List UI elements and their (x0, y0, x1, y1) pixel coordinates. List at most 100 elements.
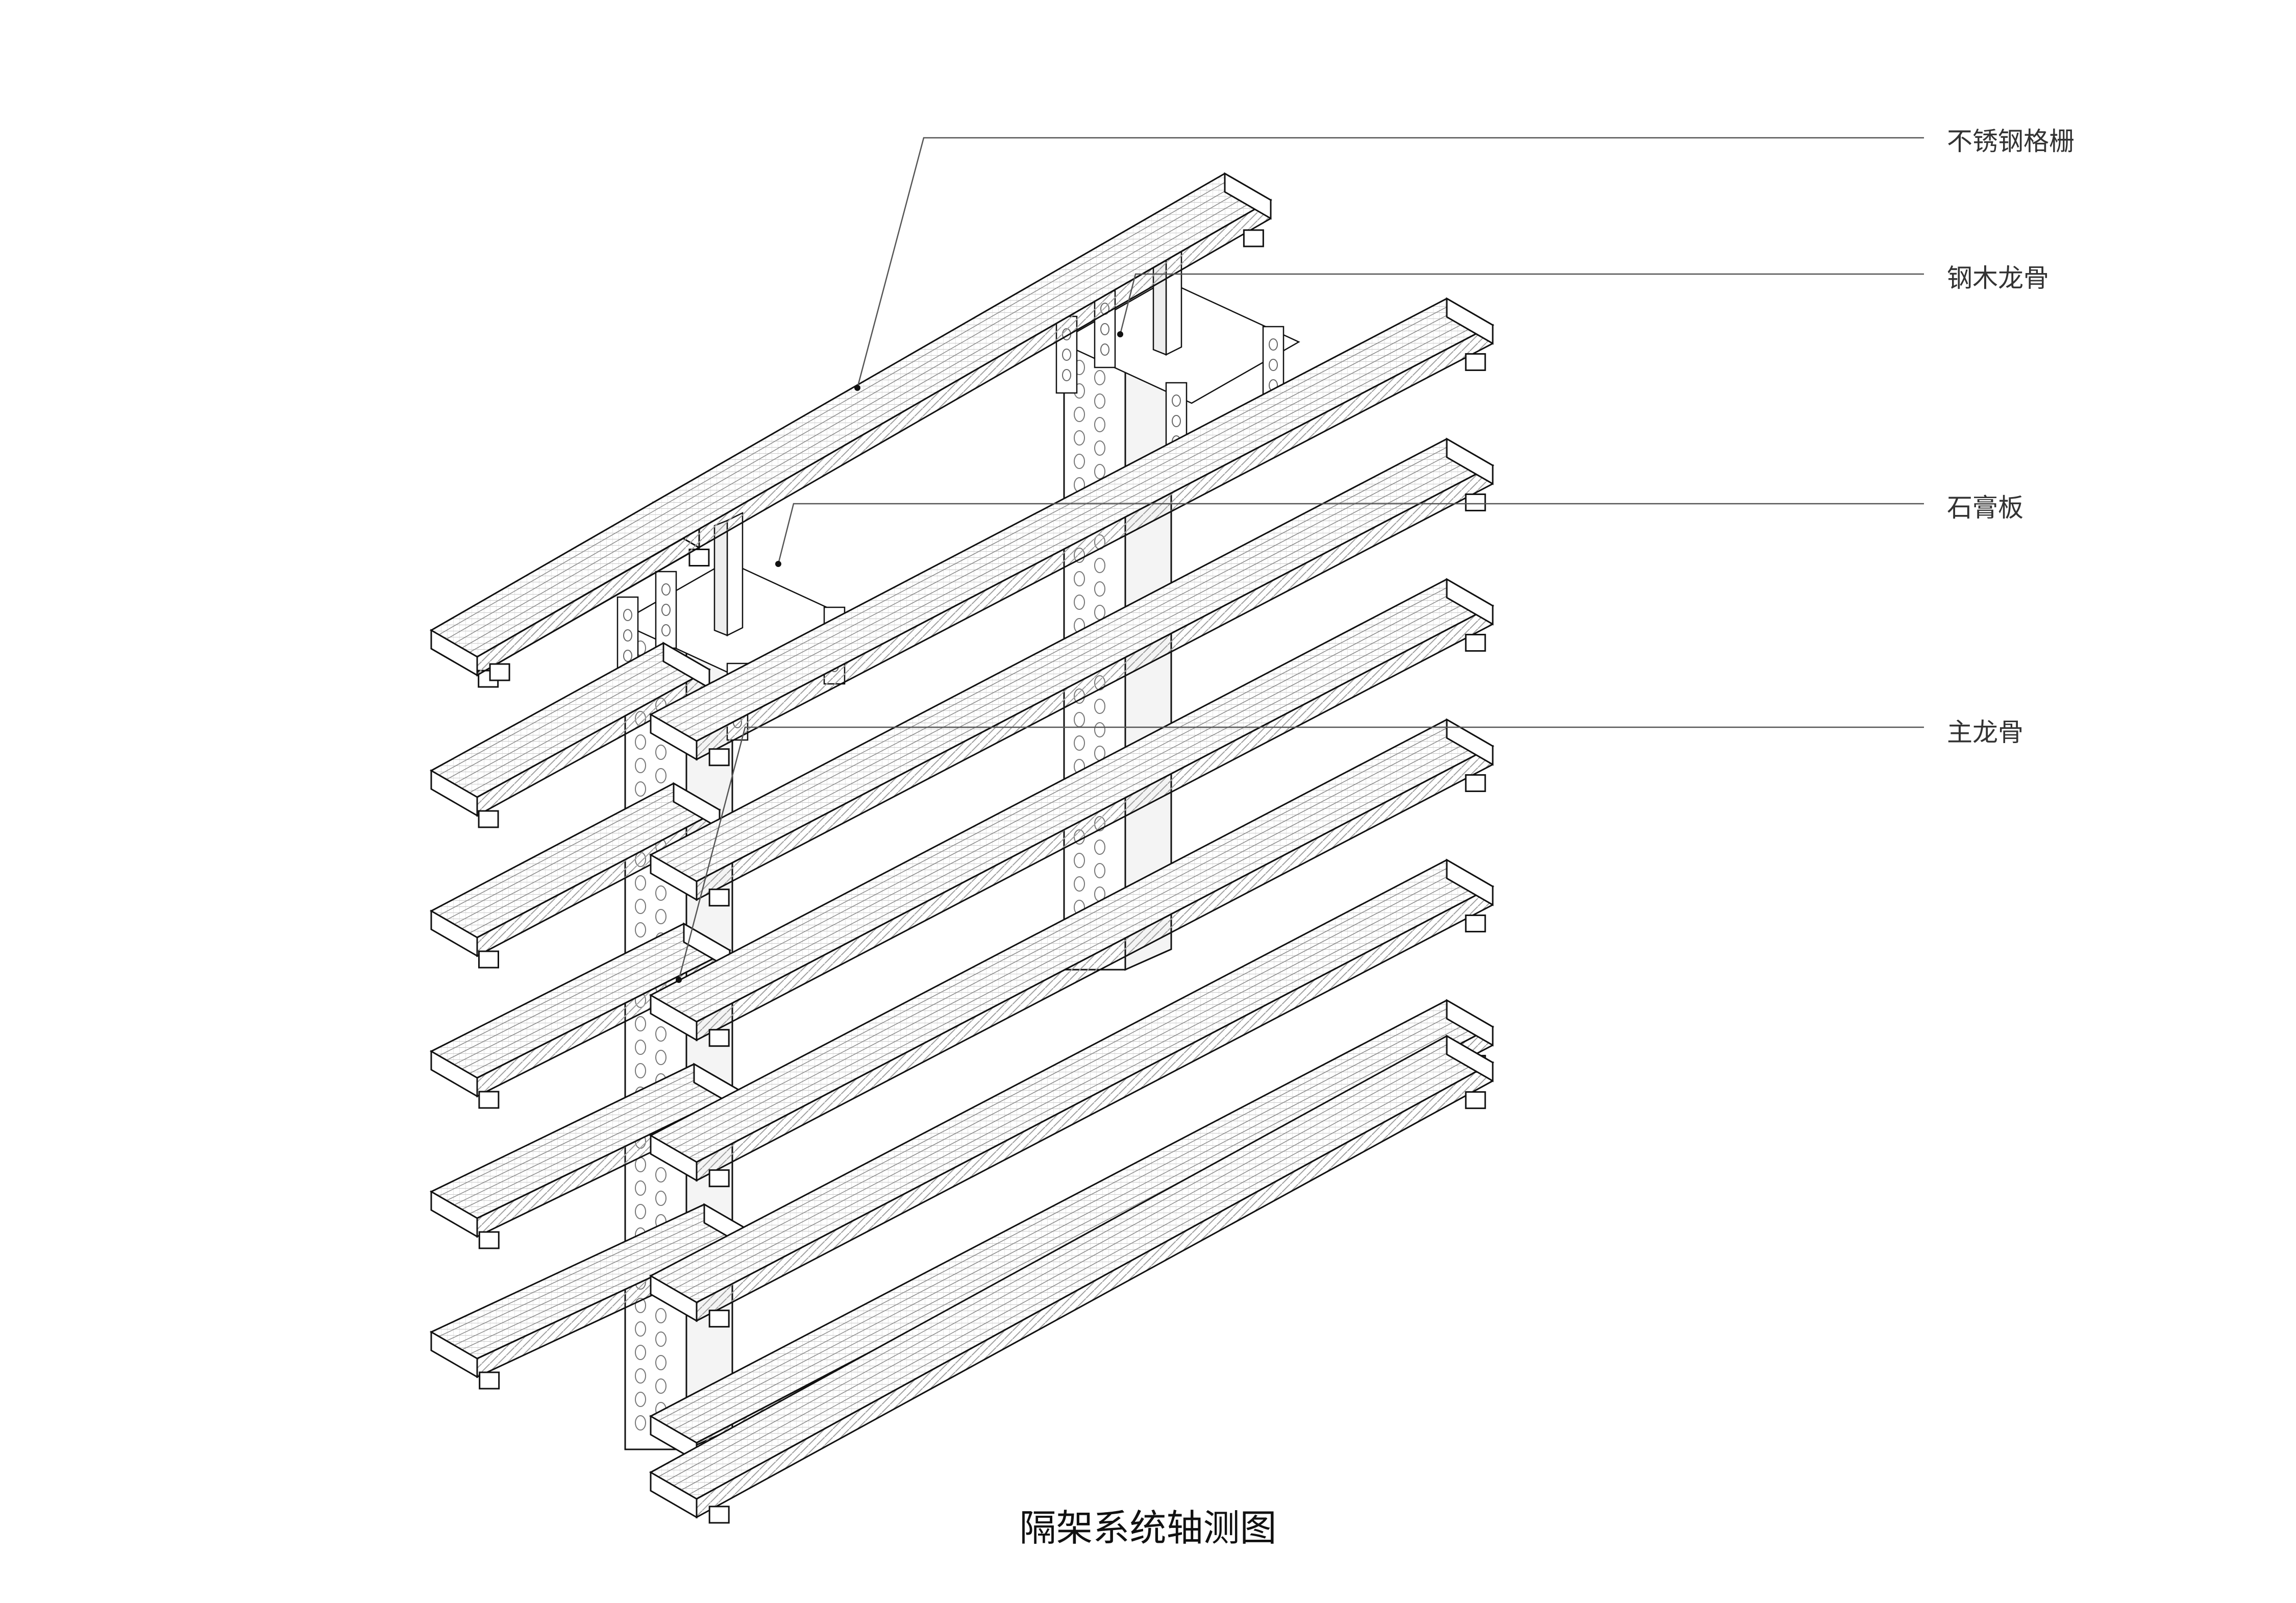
grating-bar (673, 311, 1470, 728)
grating-bar (688, 320, 1486, 737)
grating-bar (658, 724, 1455, 1141)
bolt-mark (1094, 558, 1105, 573)
board-foot (708, 1310, 730, 1328)
bolt-mark (655, 1026, 666, 1042)
bolt-mark (1172, 394, 1181, 407)
grating-bar (461, 801, 705, 929)
leader-main-keel (676, 726, 1924, 983)
board-right-1 (649, 297, 1495, 767)
diagram-caption: 隔架系统轴测图 (1019, 1507, 1277, 1549)
grating-boards (429, 172, 1495, 1524)
grating-bar (681, 456, 1478, 873)
bolt-mark (655, 1331, 666, 1347)
label-main-keel: 主龙骨 (1947, 718, 2023, 747)
bolt-mark (661, 604, 671, 616)
grating-bar (681, 737, 1478, 1154)
bolt-mark (655, 1308, 666, 1323)
bolt-mark (1094, 699, 1105, 714)
grating-bar (454, 656, 687, 784)
bolt-mark (661, 624, 671, 636)
bolt-mark (655, 1378, 666, 1394)
bolt-mark (635, 1368, 646, 1384)
board-end-edge (1446, 1034, 1494, 1082)
grating-bar (681, 316, 1478, 733)
bolt-mark (1062, 349, 1071, 361)
bolt-mark (635, 1040, 646, 1055)
grating-bar (446, 182, 1241, 639)
board-end-edge (430, 1050, 478, 1098)
grating-bar (658, 443, 1455, 860)
board-foot (1243, 229, 1264, 248)
board-right-4 (649, 718, 1495, 1188)
board-foot (708, 889, 730, 907)
bolt-mark (1094, 464, 1105, 479)
board-foot (708, 1169, 730, 1188)
board-foot (1465, 1091, 1486, 1109)
board-end-edge (650, 1471, 698, 1519)
bolt-mark (635, 1415, 646, 1431)
board-end-edge (1224, 172, 1272, 220)
board-foot (478, 950, 499, 969)
board-end-edge (430, 629, 478, 677)
grating-bar (673, 732, 1470, 1149)
bolt-mark (1062, 369, 1071, 381)
grating-bar (665, 1044, 1463, 1482)
grating-bar (681, 877, 1478, 1294)
grating-bar (446, 1213, 720, 1342)
bolt-mark (1094, 440, 1105, 456)
bolt-mark (1094, 393, 1105, 409)
bolt-mark (655, 885, 666, 901)
board-end-edge (1446, 437, 1494, 485)
grating-bar (673, 1049, 1470, 1486)
grating-bar (681, 1018, 1478, 1435)
grating-bar (446, 932, 700, 1061)
bolt-mark (635, 1204, 646, 1219)
grating-bar (446, 651, 679, 780)
bolt-mark (1074, 595, 1085, 610)
board-foot (478, 810, 499, 828)
grating-bar (438, 927, 692, 1056)
board-foot (708, 1506, 730, 1524)
bolt-mark (655, 1050, 666, 1065)
bolt-mark (635, 1345, 646, 1360)
grating-bar (673, 452, 1470, 869)
board-end-edge (1446, 718, 1494, 766)
leader-gypsum-board (775, 503, 1924, 567)
board-right-3 (649, 578, 1495, 1047)
bolt-mark (1100, 343, 1109, 356)
grating-bar (446, 1072, 710, 1201)
board-right-2 (649, 437, 1495, 907)
grating-bar (681, 597, 1478, 1014)
grating-bar (688, 601, 1486, 1018)
bolt-mark (635, 899, 646, 914)
bolt-mark (635, 875, 646, 891)
grating-bar (665, 447, 1463, 864)
bolt-mark (635, 1063, 646, 1078)
grating-bar (673, 873, 1470, 1290)
bolt-mark (635, 781, 646, 797)
leader-line (856, 137, 1924, 388)
grating-bar (688, 460, 1486, 877)
bolt-mark (1074, 454, 1085, 469)
grating-bar (665, 307, 1463, 724)
board-end-edge (430, 1330, 478, 1378)
grating-bar (469, 1086, 733, 1215)
bolt-mark (1074, 735, 1085, 751)
bolt-mark (1094, 863, 1105, 878)
leader-line (1119, 273, 1924, 335)
board-bottom-long (649, 1034, 1495, 1524)
board-foot (1465, 774, 1486, 792)
board-end-edge (662, 642, 710, 689)
bolt-mark (1094, 840, 1105, 855)
bolt-mark (655, 909, 666, 924)
board-left-2 (429, 642, 720, 828)
grating-bar (658, 1004, 1455, 1421)
bolt-mark (635, 1321, 646, 1337)
board-top-long (429, 172, 1273, 681)
label-steel-wood-keel: 钢木龙骨 (1947, 263, 2049, 293)
grating-bar (454, 186, 1248, 644)
bolt-mark (623, 629, 632, 642)
board-foot (708, 748, 730, 767)
grating-bar (658, 303, 1455, 720)
